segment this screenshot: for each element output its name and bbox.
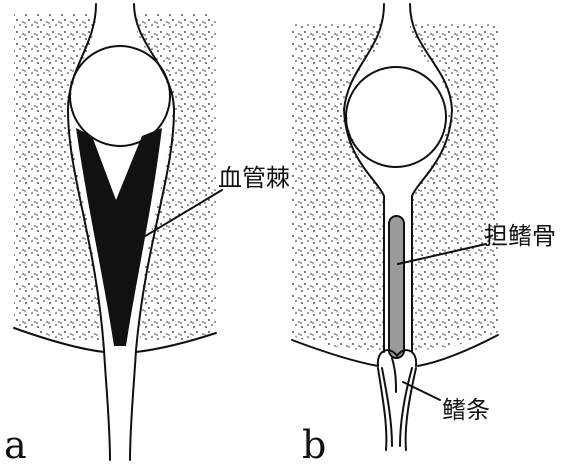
panel-letter-a: a: [4, 423, 27, 467]
panel-b: [292, 4, 498, 450]
label-haemal-spine: 血管棘: [218, 164, 290, 192]
panel-letter-b: b: [302, 423, 326, 467]
label-fin-ray: 鳍条: [442, 396, 490, 424]
label-pterygiophore: 担鳍骨: [484, 222, 556, 250]
pterygiophore: [389, 216, 404, 358]
panel-a: [14, 4, 216, 460]
muscle-left-b: [292, 24, 384, 350]
leader-fin-ray: [403, 382, 440, 400]
fin-ray: [378, 350, 416, 450]
muscle-right-b: [410, 24, 498, 350]
vertebra-centrum-b: [346, 67, 446, 167]
